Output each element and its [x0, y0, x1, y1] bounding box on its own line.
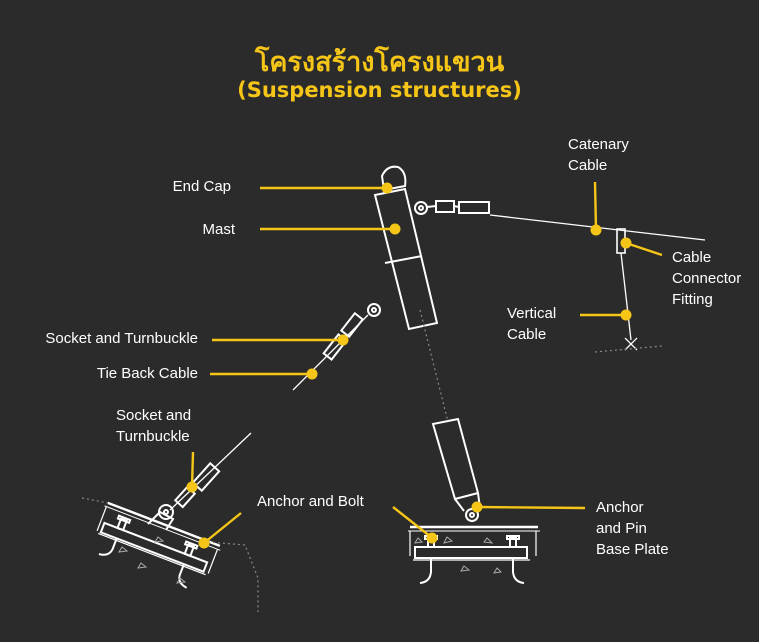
label-catenary-cable-1: Catenary — [568, 136, 629, 153]
leader-lines — [190, 181, 663, 544]
label-socket-turnbuckle: Socket and Turnbuckle — [45, 330, 198, 347]
mast-centerline — [419, 309, 449, 423]
label-mast: Mast — [202, 221, 235, 238]
label-catenary-cable-2: Cable — [568, 157, 607, 174]
label-socket-turnbuckle-2-line1: Socket and — [116, 407, 191, 424]
label-vertical-cable-1: Vertical — [507, 305, 556, 322]
base-concrete-marks — [414, 536, 503, 574]
label-cable-connector-2: Connector — [672, 270, 741, 287]
title-english: (Suspension structures) — [237, 78, 522, 102]
label-end-cap: End Cap — [173, 178, 231, 195]
label-vertical-cable-2: Cable — [507, 326, 546, 343]
left-concrete-marks — [118, 536, 187, 584]
mast-base-drawing — [408, 417, 540, 584]
label-tie-back-cable: Tie Back Cable — [97, 365, 198, 382]
title-thai: โครงสร้างโครงแขวน — [254, 47, 505, 78]
label-cable-connector-3: Fitting — [672, 291, 713, 308]
label-anchor-bolt: Anchor and Bolt — [257, 493, 365, 510]
tie-back-cable-line — [292, 314, 369, 391]
left-ground-hatch — [81, 497, 259, 612]
mast-drawing — [367, 165, 490, 331]
label-socket-turnbuckle-2-line2: Turnbuckle — [116, 428, 190, 445]
label-anchor-pin-2: and Pin — [596, 520, 647, 537]
leader-dots — [186, 182, 632, 549]
label-anchor-pin-1: Anchor — [596, 499, 644, 516]
label-anchor-pin-3: Base Plate — [596, 541, 669, 558]
vertical-cable-ground — [594, 345, 663, 353]
label-cable-connector-1: Cable — [672, 249, 711, 266]
left-tie-cable — [169, 432, 252, 511]
